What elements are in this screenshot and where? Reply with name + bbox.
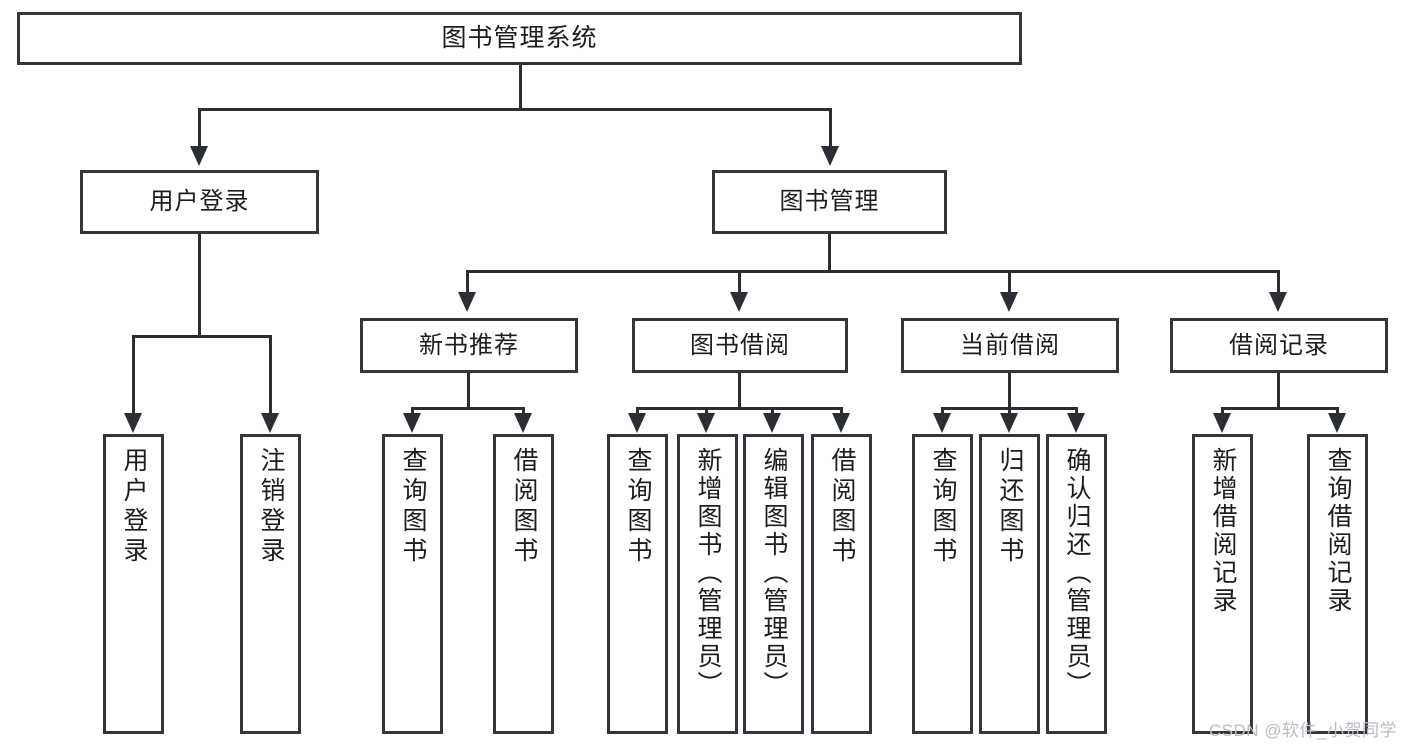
arrowhead-br-to-leaf-2 bbox=[1328, 413, 1346, 433]
connector-root-to-book-management bbox=[829, 108, 832, 146]
node-book-management[interactable]: 图书管理 bbox=[712, 170, 947, 234]
connector-cb-to-leaf-3 bbox=[1075, 407, 1078, 415]
leaf-book-borrow-2[interactable]: 新增图书（管理员） bbox=[677, 434, 738, 734]
connector-nb-to-leaf-1 bbox=[411, 407, 414, 415]
arrowhead-nb-to-leaf-2 bbox=[514, 413, 532, 433]
leaf-borrow-records-2[interactable]: 查询借阅记录 bbox=[1307, 434, 1368, 734]
arrowhead-br-to-leaf-1 bbox=[1213, 413, 1231, 433]
node-label: 编辑图书（管理员） bbox=[760, 447, 788, 699]
node-label: 新书推荐 bbox=[419, 331, 519, 359]
connector-borrow-stem bbox=[738, 373, 741, 409]
node-label: 新增图书（管理员） bbox=[694, 447, 722, 699]
leaf-book-borrow-4[interactable]: 借阅图书 bbox=[811, 434, 872, 734]
connector-root-bus bbox=[198, 108, 832, 111]
arrowhead-root-to-book-management bbox=[821, 146, 839, 166]
leaf-user-login-2[interactable]: 注销登录 bbox=[240, 434, 301, 734]
node-borrow-records[interactable]: 借阅记录 bbox=[1170, 318, 1388, 373]
connector-root-stem bbox=[519, 65, 522, 110]
connector-bb-to-leaf-1 bbox=[636, 407, 639, 415]
arrowhead-bb-to-leaf-1 bbox=[628, 413, 646, 433]
node-label: 图书管理系统 bbox=[441, 24, 598, 53]
connector-bb-to-leaf-3 bbox=[771, 407, 774, 415]
leaf-current-borrow-1[interactable]: 查询图书 bbox=[912, 434, 973, 734]
connector-cb-to-leaf-1 bbox=[941, 407, 944, 415]
leaf-current-borrow-2[interactable]: 归还图书 bbox=[979, 434, 1040, 734]
connector-bm-to-new-book bbox=[466, 270, 469, 292]
leaf-book-borrow-1[interactable]: 查询图书 bbox=[607, 434, 668, 734]
connector-nb-to-leaf-2 bbox=[522, 407, 525, 415]
node-label: 查询图书 bbox=[624, 447, 652, 567]
arrowhead-bb-to-leaf-2 bbox=[697, 413, 715, 433]
node-label: 图书管理 bbox=[779, 188, 880, 216]
arrowhead-bm-to-new-book bbox=[458, 292, 476, 312]
arrowhead-bb-to-leaf-3 bbox=[763, 413, 781, 433]
node-label: 当前借阅 bbox=[960, 331, 1060, 359]
arrowhead-bm-to-current bbox=[1000, 292, 1018, 312]
node-label: 归还图书 bbox=[996, 447, 1024, 567]
leaf-book-borrow-3[interactable]: 编辑图书（管理员） bbox=[743, 434, 804, 734]
arrowhead-cb-to-leaf-2 bbox=[1000, 413, 1018, 433]
node-label: 查询借阅记录 bbox=[1324, 447, 1352, 615]
connector-records-bus bbox=[1221, 407, 1339, 410]
arrowhead-nb-to-leaf-1 bbox=[403, 413, 421, 433]
leaf-current-borrow-3[interactable]: 确认归还（管理员） bbox=[1046, 434, 1107, 734]
node-label: 借阅记录 bbox=[1229, 331, 1329, 359]
node-label: 借阅图书 bbox=[828, 447, 856, 567]
connector-records-stem bbox=[1277, 373, 1280, 409]
connector-br-to-leaf-2 bbox=[1336, 407, 1339, 415]
connector-bm-to-current bbox=[1008, 270, 1011, 292]
node-label: 注销登录 bbox=[257, 447, 285, 567]
node-current-borrow[interactable]: 当前借阅 bbox=[901, 318, 1119, 373]
connector-book-management-stem bbox=[828, 234, 831, 272]
node-label: 图书借阅 bbox=[690, 331, 790, 359]
connector-user-login-to-leaf-1 bbox=[132, 335, 135, 413]
arrowhead-cb-to-leaf-1 bbox=[933, 413, 951, 433]
node-label: 查询图书 bbox=[399, 447, 427, 567]
connector-root-to-user-login bbox=[198, 108, 201, 146]
connector-new-book-bus bbox=[411, 407, 525, 410]
connector-bb-to-leaf-4 bbox=[840, 407, 843, 415]
arrowhead-bm-to-records bbox=[1269, 292, 1287, 312]
arrowhead-bb-to-leaf-4 bbox=[832, 413, 850, 433]
arrowhead-user-login-to-leaf-2 bbox=[261, 413, 279, 433]
arrowhead-bm-to-borrow bbox=[730, 292, 748, 312]
connector-br-to-leaf-1 bbox=[1221, 407, 1224, 415]
node-label: 查询图书 bbox=[929, 447, 957, 567]
node-new-book-recommend[interactable]: 新书推荐 bbox=[360, 318, 578, 373]
leaf-user-login-1[interactable]: 用户登录 bbox=[103, 434, 164, 734]
node-root-book-management-system[interactable]: 图书管理系统 bbox=[17, 12, 1022, 65]
leaf-new-book-2[interactable]: 借阅图书 bbox=[493, 434, 554, 734]
connector-current-stem bbox=[1008, 373, 1011, 409]
arrowhead-user-login-to-leaf-1 bbox=[124, 413, 142, 433]
node-label: 新增借阅记录 bbox=[1209, 447, 1237, 615]
connector-bm-to-records bbox=[1277, 270, 1280, 292]
node-label: 用户登录 bbox=[149, 188, 250, 216]
connector-user-login-bus bbox=[132, 335, 272, 338]
node-user-login[interactable]: 用户登录 bbox=[80, 170, 319, 234]
node-label: 借阅图书 bbox=[510, 447, 538, 567]
arrowhead-root-to-user-login bbox=[190, 146, 208, 166]
connector-borrow-bus bbox=[636, 407, 843, 410]
connector-user-login-to-leaf-2 bbox=[269, 335, 272, 413]
connector-cb-to-leaf-2 bbox=[1008, 407, 1011, 415]
node-book-borrow[interactable]: 图书借阅 bbox=[632, 318, 848, 373]
arrowhead-cb-to-leaf-3 bbox=[1067, 413, 1085, 433]
leaf-new-book-1[interactable]: 查询图书 bbox=[382, 434, 443, 734]
node-label: 确认归还（管理员） bbox=[1063, 447, 1091, 699]
connector-new-book-stem bbox=[467, 373, 470, 409]
connector-user-login-stem bbox=[198, 234, 201, 337]
connector-bb-to-leaf-2 bbox=[705, 407, 708, 415]
connector-bm-to-borrow bbox=[738, 270, 741, 292]
leaf-borrow-records-1[interactable]: 新增借阅记录 bbox=[1192, 434, 1253, 734]
node-label: 用户登录 bbox=[120, 447, 148, 567]
connector-book-management-bus bbox=[466, 270, 1280, 273]
